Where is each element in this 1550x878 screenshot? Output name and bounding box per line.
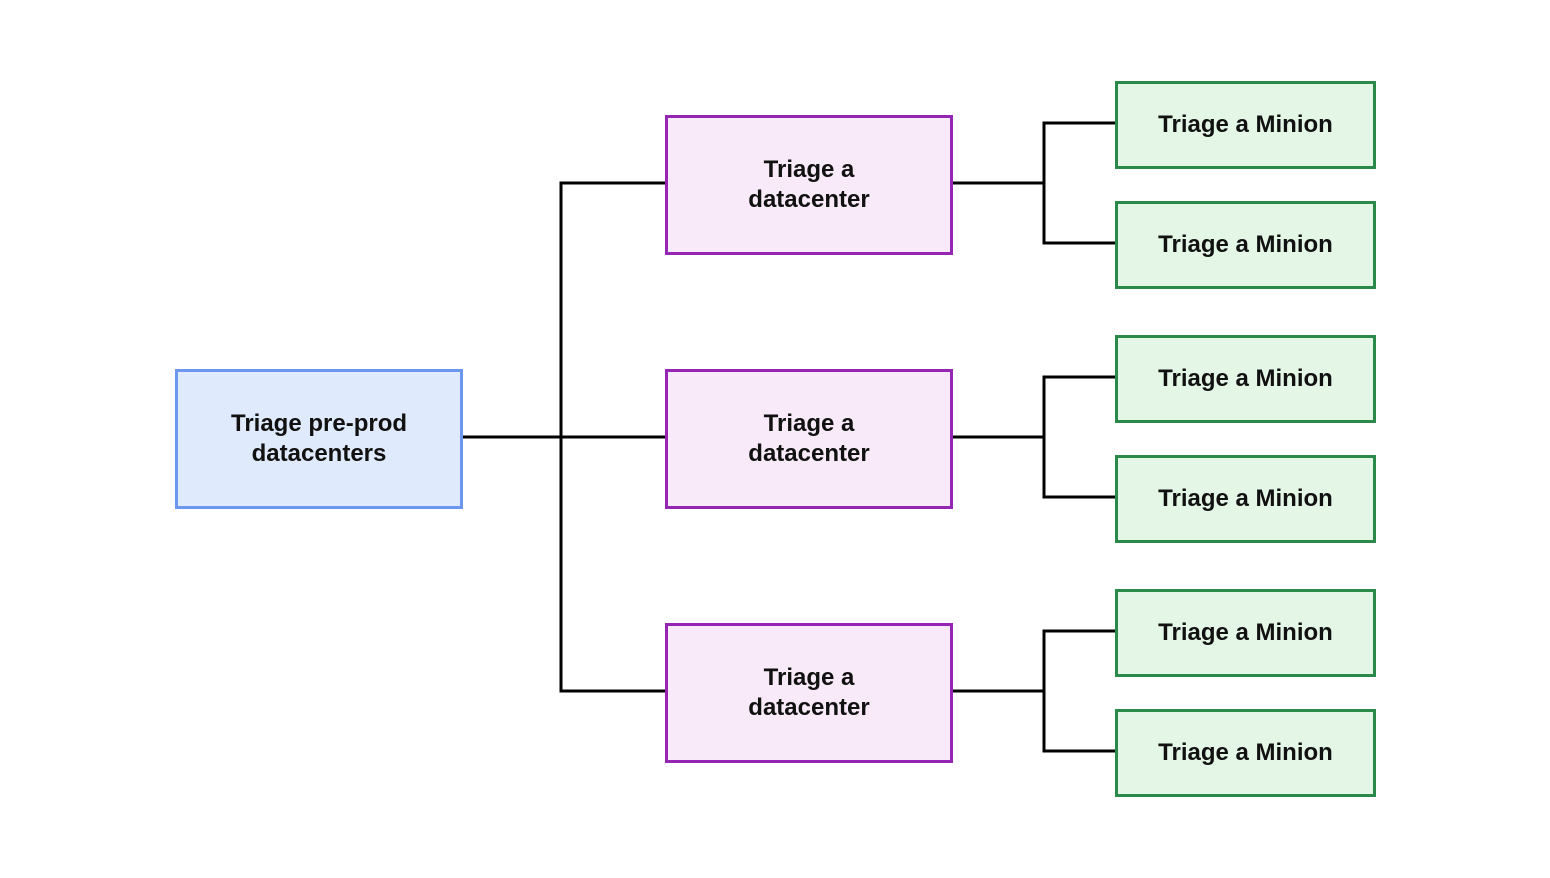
minion-node-label: Triage a Minion bbox=[1158, 231, 1333, 258]
minion-node-label: Triage a Minion bbox=[1158, 111, 1333, 138]
datacenter-node-label: Triage a datacenter bbox=[748, 664, 870, 721]
minion-node-6: Triage a Minion bbox=[1115, 709, 1376, 797]
datacenter-node-2: Triage a datacenter bbox=[665, 369, 953, 509]
minion-node-5: Triage a Minion bbox=[1115, 589, 1376, 677]
datacenter-node-label: Triage a datacenter bbox=[748, 156, 870, 213]
minion-node-label: Triage a Minion bbox=[1158, 739, 1333, 766]
minion-node-1: Triage a Minion bbox=[1115, 81, 1376, 169]
root-node: Triage pre-prod datacenters bbox=[175, 369, 463, 509]
minion-node-3: Triage a Minion bbox=[1115, 335, 1376, 423]
minion-node-label: Triage a Minion bbox=[1158, 485, 1333, 512]
minion-node-4: Triage a Minion bbox=[1115, 455, 1376, 543]
minion-node-label: Triage a Minion bbox=[1158, 365, 1333, 392]
datacenter-node-1: Triage a datacenter bbox=[665, 115, 953, 255]
datacenter-node-label: Triage a datacenter bbox=[748, 410, 870, 467]
datacenter-node-3: Triage a datacenter bbox=[665, 623, 953, 763]
minion-node-label: Triage a Minion bbox=[1158, 619, 1333, 646]
root-node-label: Triage pre-prod datacenters bbox=[230, 410, 408, 467]
minion-node-2: Triage a Minion bbox=[1115, 201, 1376, 289]
